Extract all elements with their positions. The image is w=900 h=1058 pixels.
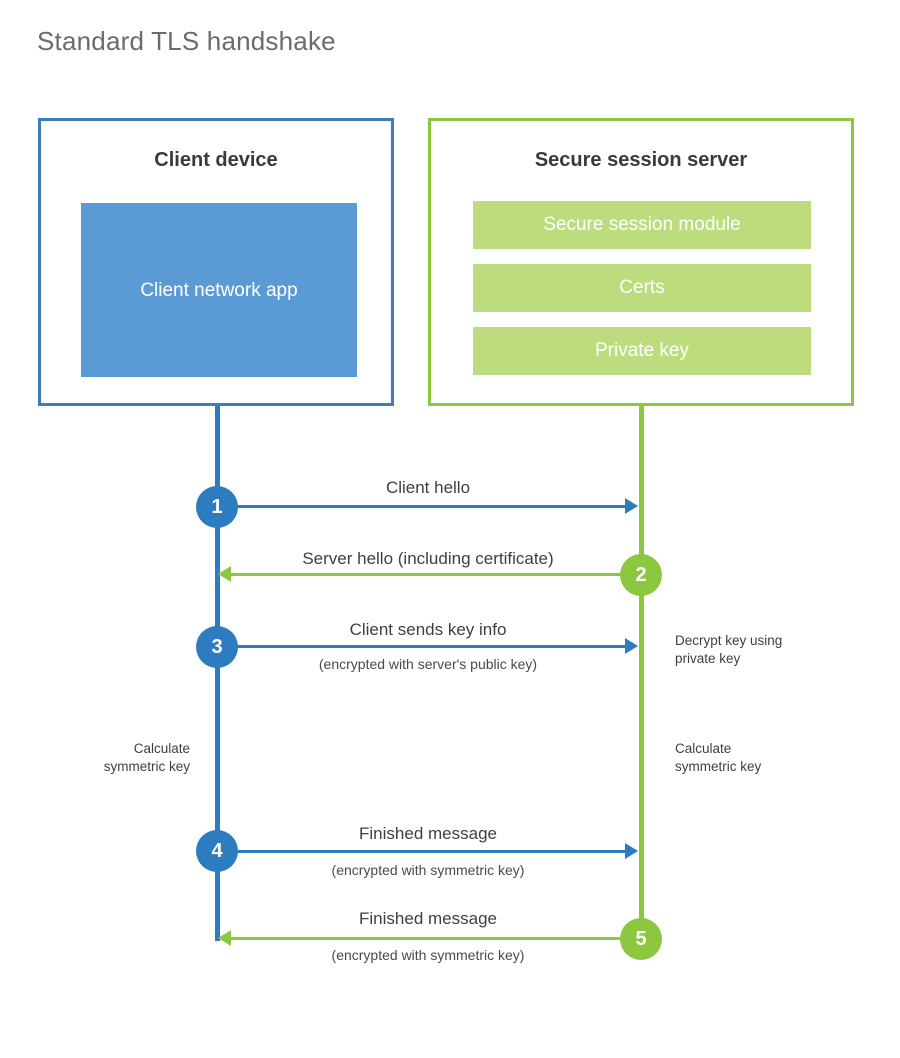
annotation-server-calculate-symmetric-key: Calculate symmetric key xyxy=(675,741,762,774)
client-lifeline xyxy=(215,406,220,941)
step-number: 4 xyxy=(211,839,223,862)
step-number: 5 xyxy=(635,927,647,950)
step-number: 2 xyxy=(635,563,647,586)
step-2-label: Server hello (including certificate) xyxy=(302,549,554,568)
page-title: Standard TLS handshake xyxy=(37,26,336,56)
step-5-arrow-head xyxy=(218,930,231,946)
annotation-server-decrypt-key: Decrypt key using private key xyxy=(675,633,783,666)
step-marker-4[interactable]: 4 xyxy=(196,830,238,872)
client-network-app-block: Client network app xyxy=(81,203,357,377)
step-1-arrow-head xyxy=(625,498,638,514)
step-number: 1 xyxy=(211,495,223,518)
step-3-arrow-head xyxy=(625,638,638,654)
secure-session-server-title: Secure session server xyxy=(534,149,748,171)
step-marker-3[interactable]: 3 xyxy=(196,626,238,668)
step-3-label: Client sends key info xyxy=(349,620,507,639)
step-4-label: Finished message xyxy=(359,824,497,843)
step-2-arrow-head xyxy=(218,566,231,582)
step-1-label: Client hello xyxy=(385,478,471,497)
step-3-arrow-line xyxy=(217,645,625,648)
server-component-certs: Certs xyxy=(473,264,811,312)
step-4-arrow-line xyxy=(217,850,625,853)
step-1-arrow-line xyxy=(217,505,625,508)
step-marker-2[interactable]: 2 xyxy=(620,554,662,596)
secure-session-server-panel: Secure session server Secure session mod… xyxy=(428,118,854,406)
server-component-label: Certs xyxy=(619,277,665,298)
step-5-sublabel: (encrypted with symmetric key) xyxy=(331,947,525,963)
step-5-label: Finished message xyxy=(359,909,497,928)
server-component-private-key: Private key xyxy=(473,327,811,375)
step-4-arrow-head xyxy=(625,843,638,859)
annotation-client-calculate-symmetric-key: Calculate symmetric key xyxy=(103,741,190,774)
client-device-title: Client device xyxy=(154,149,278,171)
server-component-secure-session-module: Secure session module xyxy=(473,201,811,249)
server-component-label: Secure session module xyxy=(543,214,741,235)
step-3-sublabel: (encrypted with server's public key) xyxy=(318,656,538,672)
server-component-label: Private key xyxy=(595,340,689,361)
step-4-sublabel: (encrypted with symmetric key) xyxy=(331,862,525,878)
step-5-arrow-line xyxy=(231,937,625,940)
step-number: 3 xyxy=(211,635,223,658)
client-device-panel: Client device Client network app xyxy=(38,118,394,406)
client-network-app-label: Client network app xyxy=(140,279,298,301)
server-lifeline xyxy=(639,406,644,939)
step-marker-5[interactable]: 5 xyxy=(620,918,662,960)
step-marker-1[interactable]: 1 xyxy=(196,486,238,528)
step-2-arrow-line xyxy=(231,573,625,576)
